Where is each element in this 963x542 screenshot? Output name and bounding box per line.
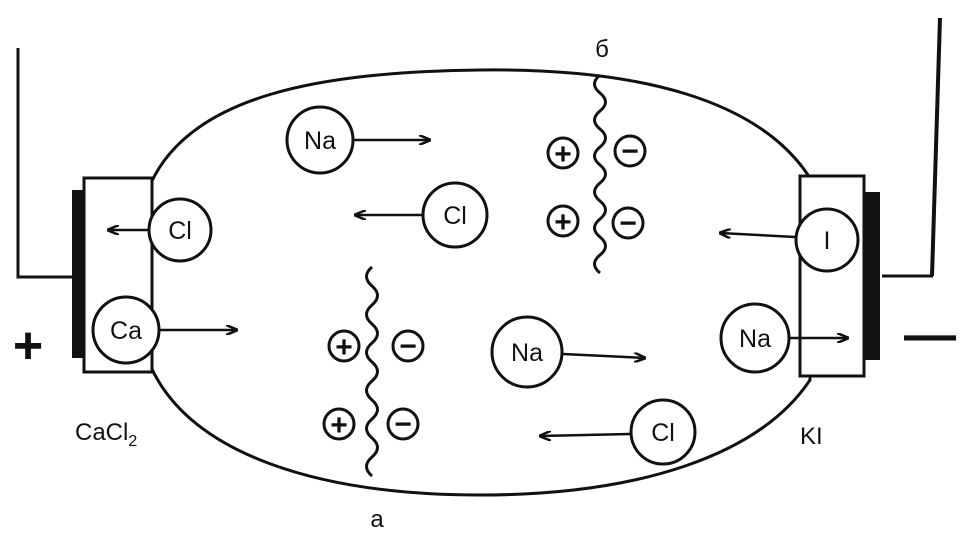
negative-charge-sign: − bbox=[399, 330, 417, 363]
ion-cl-left-electrode: Cl bbox=[147, 197, 213, 263]
negative-charge bbox=[613, 134, 647, 168]
ion-cl-center: Cl bbox=[421, 181, 489, 249]
arrow-i-into-tissue bbox=[720, 233, 796, 237]
negative-charge bbox=[391, 329, 425, 363]
left-electrolyte-label: CaCl2 bbox=[75, 419, 137, 450]
membrane-label-top: б bbox=[595, 36, 609, 63]
charge-pair-bottom-1: + − bbox=[327, 329, 425, 364]
ion-na-center: Na bbox=[490, 315, 564, 389]
ion-circle bbox=[794, 207, 860, 273]
ion-circle bbox=[147, 197, 213, 263]
ion-label: Na bbox=[511, 339, 543, 367]
negative-charge bbox=[611, 206, 645, 240]
negative-charge-sign: − bbox=[619, 207, 637, 240]
ion-i-right-electrode: I bbox=[794, 207, 860, 273]
right-electrode-plate bbox=[864, 192, 880, 360]
left-electrolyte-subscript: 2 bbox=[128, 433, 137, 450]
negative-charge bbox=[386, 407, 420, 441]
charge-pair-top-1: + − bbox=[546, 134, 647, 171]
plus-pole-label: + bbox=[13, 317, 43, 375]
left-electrode-plate bbox=[72, 190, 84, 358]
membrane-bottom bbox=[365, 265, 379, 478]
ion-label: Ca bbox=[110, 317, 142, 345]
charge-pair-bottom-2: + − bbox=[322, 407, 420, 442]
ion-circle bbox=[91, 295, 161, 365]
ion-label: I bbox=[824, 227, 831, 255]
ion-ca-left-electrode: Ca bbox=[91, 295, 161, 365]
left-wire bbox=[16, 48, 75, 279]
positive-charge bbox=[322, 407, 356, 441]
arrow-na-center bbox=[562, 354, 645, 358]
ion-label: Cl bbox=[443, 202, 467, 230]
ion-label: Cl bbox=[651, 419, 675, 447]
positive-charge bbox=[546, 204, 580, 238]
ion-na-right-electrode: Na bbox=[719, 302, 791, 374]
positive-charge bbox=[546, 136, 580, 170]
negative-charge-sign: − bbox=[621, 135, 639, 168]
minus-pole-label: — bbox=[904, 306, 956, 364]
negative-charge-sign: − bbox=[394, 408, 412, 441]
positive-charge bbox=[327, 329, 361, 363]
ion-circle bbox=[285, 105, 355, 175]
ion-label: Cl bbox=[168, 217, 192, 245]
membrane-top bbox=[593, 73, 607, 275]
right-electrode-pad bbox=[798, 174, 866, 378]
positive-charge-sign: + bbox=[554, 138, 572, 171]
ion-label: Na bbox=[739, 325, 771, 353]
ion-na-top: Na bbox=[285, 105, 355, 175]
arrow-cl-bottom bbox=[540, 434, 631, 436]
membrane-label-bottom: а bbox=[370, 506, 384, 533]
positive-charge-sign: + bbox=[330, 409, 348, 442]
ion-circle bbox=[490, 315, 564, 389]
positive-charge-sign: + bbox=[554, 206, 572, 239]
positive-charge-sign: + bbox=[335, 331, 353, 364]
ion-circle bbox=[629, 398, 697, 466]
charge-pair-top-2: + − bbox=[546, 204, 645, 240]
ion-cl-bottom: Cl bbox=[629, 398, 697, 466]
ion-label: Na bbox=[304, 127, 336, 155]
ion-circle bbox=[719, 302, 791, 374]
tissue-outline bbox=[148, 68, 812, 497]
ion-circle bbox=[421, 181, 489, 249]
right-wire-vertical bbox=[930, 17, 942, 277]
right-electrolyte-label: KI bbox=[800, 423, 823, 450]
left-electrolyte-name: CaCl bbox=[75, 419, 128, 446]
